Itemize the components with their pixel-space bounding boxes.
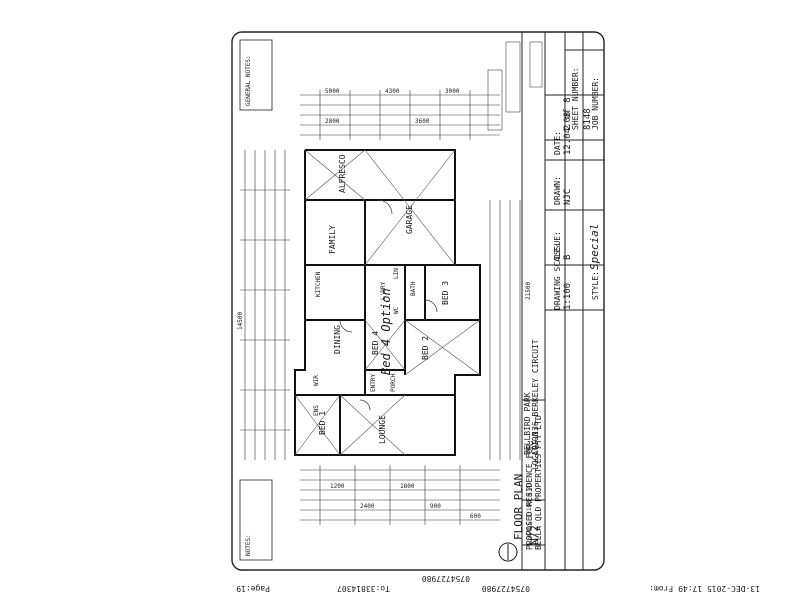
dim-text: 2400 <box>360 503 375 510</box>
room-wc: WC <box>393 306 400 314</box>
room-garage: GARAGE <box>405 205 414 234</box>
dim-text: 900 <box>430 503 441 510</box>
overall-depth: 14500 <box>237 312 244 330</box>
date-label: DATE: <box>553 131 562 155</box>
room-bed1: BED 1 <box>318 411 327 435</box>
date-value: 12.04.08 <box>563 112 573 155</box>
dimension-lines <box>244 94 521 521</box>
drawing-scale-label: DRAWING SCALE: <box>553 243 562 310</box>
room-dining: DINING <box>333 325 342 354</box>
title-block: DRAWING SCALE: 1:100 DRAWN: NJC DATE: 12… <box>487 32 604 570</box>
room-family: FAMILY <box>328 225 337 254</box>
notes-label: NOTES: <box>245 534 252 556</box>
fax-from-number: 0754727980 <box>482 584 530 593</box>
plan-scale: SCALE 1:100 @ A3 <box>526 482 533 540</box>
room-lounge: LOUNGE <box>378 415 387 444</box>
room-linen: LIN <box>393 268 400 279</box>
room-bath: BATH <box>410 281 417 296</box>
dim-text: 3600 <box>415 118 430 125</box>
handwritten-note: Bed 4 Option <box>379 288 393 375</box>
room-bed4: BED 4 <box>371 331 380 355</box>
issue-label: ISSUE: <box>553 231 562 260</box>
job-number-value: 8148 <box>583 108 593 130</box>
dim-text: 600 <box>470 513 481 520</box>
dim-text: 3000 <box>445 88 460 95</box>
room-alfresco: ALFRESCO <box>338 154 347 193</box>
room-entry: ENTRY <box>370 374 377 392</box>
overall-width: 21500 <box>525 282 532 300</box>
fax-timestamp: 13-DEC-2015 17:49 From: <box>649 584 760 593</box>
general-notes-label: GENERAL NOTES: <box>245 55 252 106</box>
room-wir: WIR <box>313 375 320 386</box>
style-value: Special <box>588 224 601 270</box>
fax-page: Page:19 <box>236 584 270 593</box>
project-line1: PROPOSED RESIDENCE FOR: <box>525 439 534 550</box>
dim-text: 1200 <box>330 483 345 490</box>
fax-to: To:33814307 <box>337 584 390 593</box>
project-line2: BELLA QLD PROPERTIES PTY LTD <box>534 415 543 550</box>
dim-text: 1800 <box>400 483 415 490</box>
sheet-code: N/2 <box>528 525 541 545</box>
sheet-number-value: 2 of 8 <box>563 97 573 130</box>
room-porch: PORCH <box>390 374 397 392</box>
drawing-scale-value: 1:100 <box>563 283 573 310</box>
drawn-value: NJC <box>563 189 573 205</box>
issue-value: B <box>563 255 573 260</box>
sheet-border <box>231 31 605 571</box>
job-number-label: JOB NUMBER: <box>591 77 600 130</box>
room-ensuite: ENS <box>313 405 320 416</box>
location-label: LOCATION: <box>531 427 540 470</box>
room-laundry: L'DRY <box>380 282 387 300</box>
location-line1: LOT 136 BERKELEY CIRCUIT <box>531 339 540 455</box>
plan-title: FLOOR PLAN <box>512 474 525 540</box>
dim-text: 5000 <box>325 88 340 95</box>
fax-footer: 13-DEC-2015 17:49 From: 0754727980 To:33… <box>236 584 760 593</box>
sheet-number-label: SHEET NUMBER: <box>571 67 580 130</box>
room-kitchen: KITCHEN <box>315 271 322 297</box>
notes-left: NOTES: GENERAL NOTES: <box>239 39 273 561</box>
fax-footer-repeat: 0754727980 <box>422 574 470 583</box>
dim-text: 2800 <box>325 118 340 125</box>
dim-text: 4300 <box>385 88 400 95</box>
room-bed2: BED 2 <box>421 336 430 360</box>
location-line2: BELLBIRD PARK <box>523 392 532 455</box>
north-point-icon <box>498 542 518 562</box>
drawn-label: DRAWN: <box>553 176 562 205</box>
style-label: STYLE: <box>591 271 600 300</box>
plan-title-group: FLOOR PLAN SCALE 1:100 @ A3 <box>512 474 533 540</box>
room-bed3: BED 3 <box>441 281 450 305</box>
